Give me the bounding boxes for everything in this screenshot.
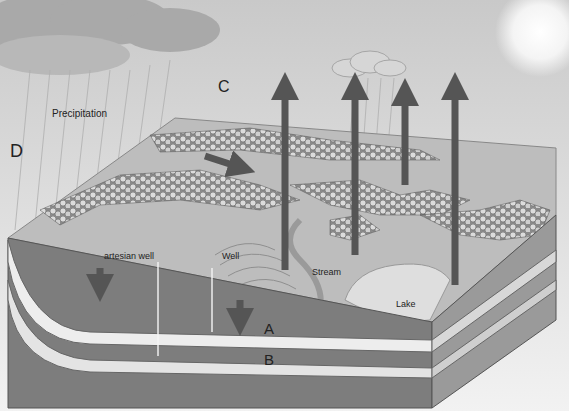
part-label: Well [222, 252, 239, 262]
part-label: B [264, 352, 274, 369]
aquifer-b-side [432, 280, 556, 378]
part-label: D [10, 142, 23, 162]
part-label: C [218, 78, 230, 96]
left-cloud [0, 0, 220, 75]
part-label: Precipitation [52, 108, 107, 119]
wells [158, 262, 212, 356]
part-label: artesian well [104, 252, 154, 262]
ground-side [432, 215, 556, 408]
ground-section [8, 238, 432, 408]
flow-arrows [100, 86, 455, 322]
part-label: A [264, 321, 274, 338]
aquifer-a [8, 240, 432, 352]
part-label: Lake [396, 300, 416, 310]
sun [495, 0, 569, 77]
part-label: Stream [312, 268, 341, 278]
aquifer-b [8, 280, 432, 378]
right-cloud [332, 51, 406, 77]
